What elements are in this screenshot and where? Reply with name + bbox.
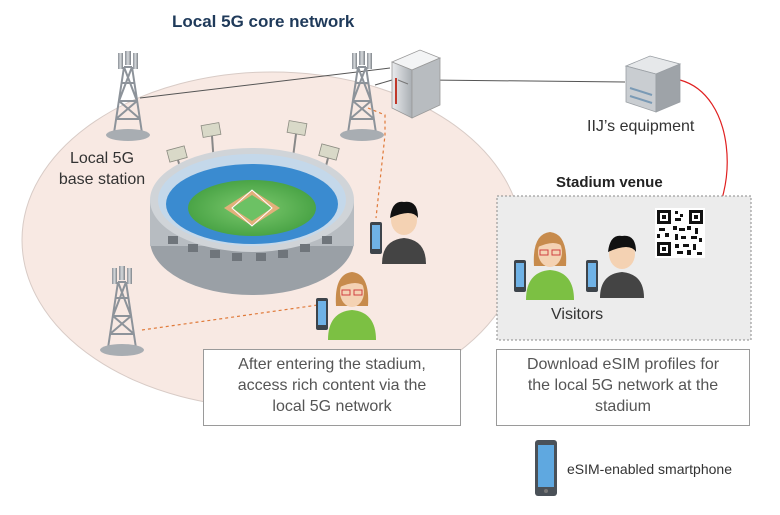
stadium-box-line2: access rich content via the	[237, 377, 427, 394]
antenna-tower-icon	[340, 51, 384, 141]
base-station-label-line1: Local 5G	[69, 150, 135, 167]
stadium-content-box: After entering the stadium, access rich …	[203, 349, 461, 426]
wireless-link-1	[367, 107, 386, 219]
smartphone-icon	[316, 298, 328, 330]
person-icon	[600, 235, 644, 298]
person-icon	[328, 272, 376, 340]
base-station-label: Local 5G base station	[52, 148, 152, 190]
person-icon	[526, 232, 574, 300]
equipment-label: IIJ’s equipment	[587, 118, 695, 135]
venue-title: Stadium venue	[556, 174, 663, 191]
smartphone-icon	[535, 440, 557, 496]
stadium-box-line1: After entering the stadium,	[238, 356, 426, 373]
stadium-box-line3: local 5G network	[272, 398, 392, 415]
base-station-label-line2: base station	[58, 171, 146, 188]
download-box-line2: the local 5G network at the	[527, 377, 719, 394]
download-box-line1: Download eSIM profiles for	[526, 356, 720, 373]
qr-code-icon	[655, 208, 705, 258]
download-box-line3: stadium	[594, 398, 652, 415]
link-tower2-server	[374, 79, 393, 86]
antenna-tower-icon	[100, 266, 144, 356]
person-icon	[382, 201, 426, 264]
equipment-box-icon	[624, 55, 682, 113]
diagram-title: Local 5G core network	[172, 12, 355, 31]
download-box: Download eSIM profiles for the local 5G …	[496, 349, 750, 426]
stadium-icon	[150, 120, 354, 295]
antenna-tower-icon	[106, 51, 150, 141]
link-server-equipment	[427, 79, 626, 83]
visitors-label: Visitors	[551, 306, 604, 323]
legend-label: eSIM-enabled smartphone	[567, 461, 732, 477]
smartphone-icon	[514, 260, 526, 292]
server-icon	[390, 49, 442, 119]
link-tower-server	[139, 67, 391, 99]
smartphone-icon	[586, 260, 598, 292]
smartphone-icon	[370, 222, 382, 254]
